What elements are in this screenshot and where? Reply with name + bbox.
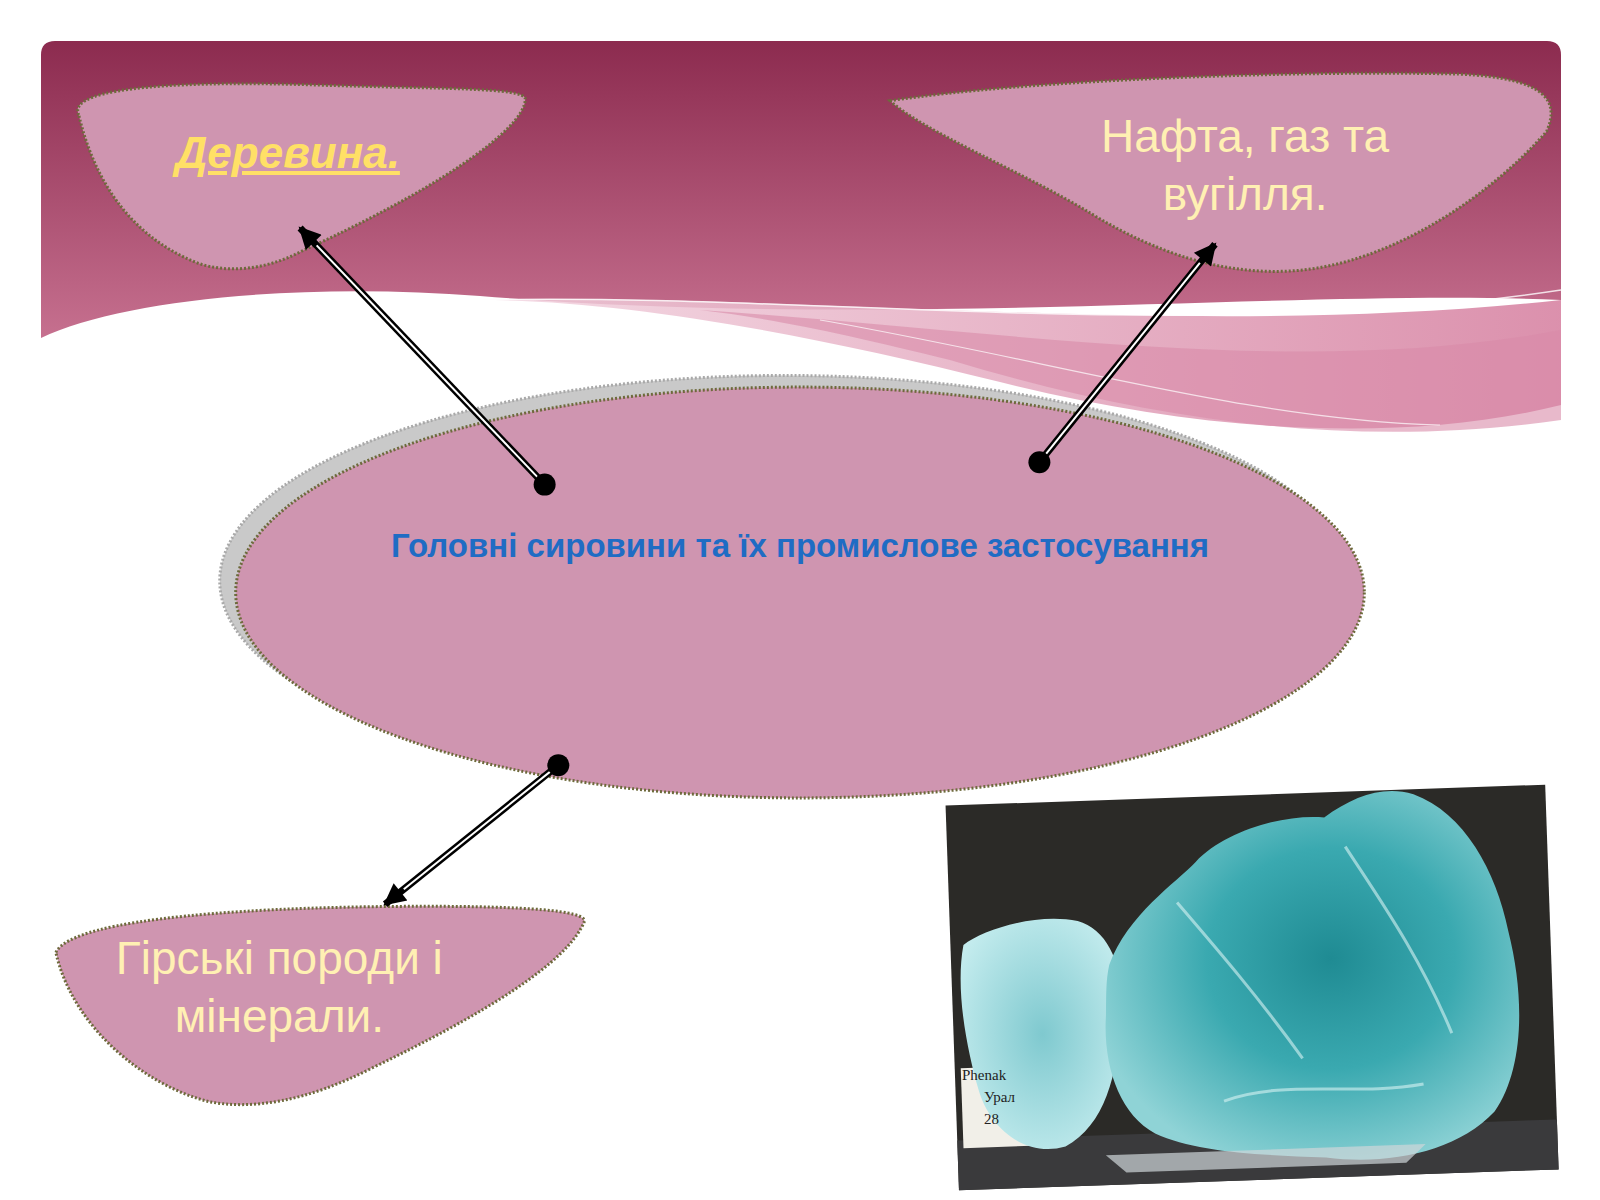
wave-line [480,290,1561,315]
central-ellipse: Головні сировини та їх промислове застос… [230,385,1370,800]
stand [1106,1144,1426,1173]
specimen-label: Урал [984,1090,1015,1105]
leaf-node: Гірські породи і мінерали. [45,900,590,1110]
specimen-label: 28 [984,1112,999,1127]
mineral-crystal [958,916,1126,1152]
leaf-node: Деревина. [55,75,530,275]
node-text: Нафта, газ та вугілля. [1065,108,1425,223]
arrow-tail-dot [547,754,569,776]
mineral-facet [1175,843,1454,1102]
header-band [41,41,1561,338]
arrow-tail-dot [1028,451,1050,473]
arrow-inner-line [404,765,559,889]
ellipse-fill [236,387,1365,798]
arrow-connector [385,754,569,904]
leaf-fill [56,906,585,1104]
node-outline [230,385,1370,800]
specimen-label: Phenak [962,1068,1006,1083]
arrow-tail-dot [534,474,556,496]
leaf-fill [78,84,526,269]
mineral-crystal [1098,787,1525,1169]
leaf-node: Нафта, газ та вугілля. [890,70,1560,275]
node-text: Головні сировини та їх промислове застос… [280,525,1320,566]
leaf-fill [890,73,1551,271]
node-text: Деревина. [98,125,478,180]
node-text: Гірські породи і мінерали. [69,930,489,1045]
arrow-line [385,765,558,904]
photo-frame [946,785,1559,1191]
